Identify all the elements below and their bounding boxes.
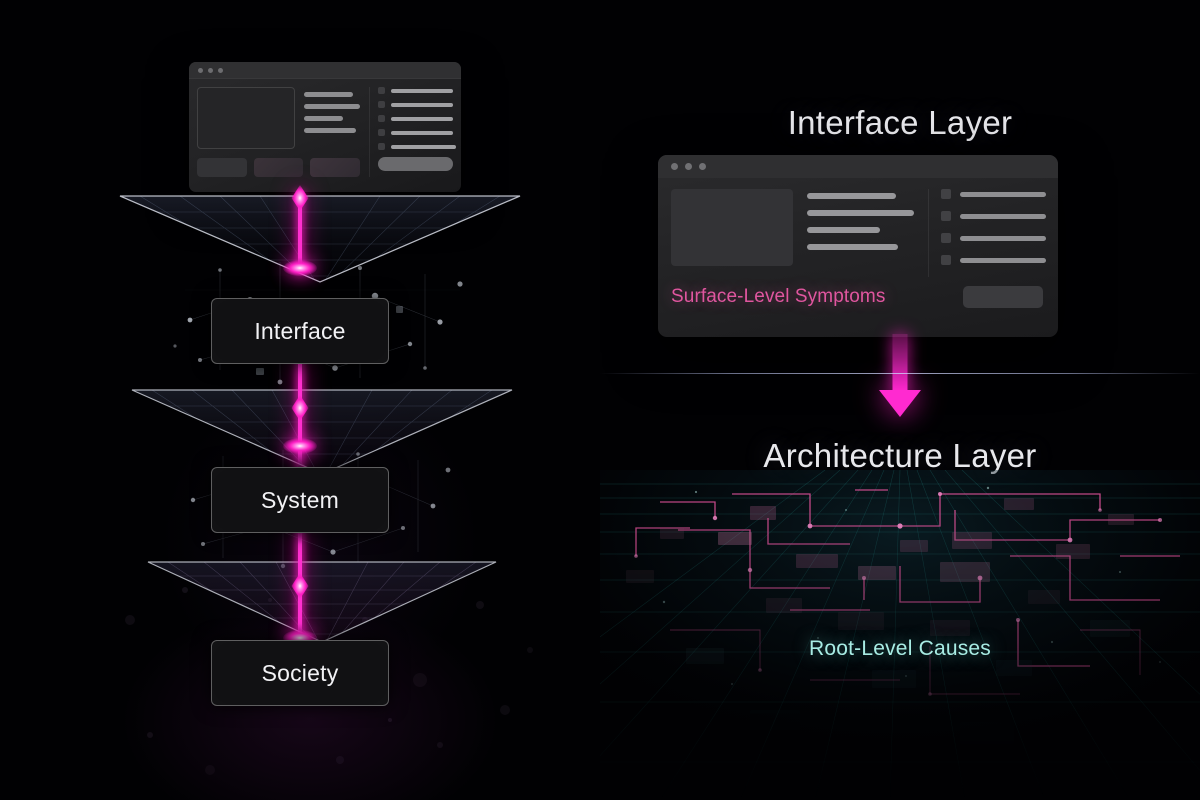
media-thumbnail [197,87,295,149]
list-item[interactable] [378,101,453,108]
media-thumbnail [671,189,793,266]
checkbox-icon[interactable] [941,189,951,199]
list-item-line [960,191,1046,197]
window-dot-minimize-icon[interactable] [208,67,213,73]
checkbox-icon[interactable] [378,129,385,136]
root-causes-label: Root-Level Causes [809,637,991,660]
checkbox-icon[interactable] [378,115,385,122]
checkbox-icon[interactable] [378,87,385,94]
text-line [304,104,360,109]
beam-node-diamond-icon [291,573,309,599]
list-item-line [391,102,453,107]
circuit-board-grid [600,470,1200,800]
beam-node-diamond-icon [291,395,309,421]
horizon-divider [600,373,1200,374]
checkbox-icon[interactable] [941,255,951,265]
text-line [304,128,356,133]
text-line [807,227,880,233]
layer-box-society[interactable]: Society [211,640,389,706]
chip-button[interactable] [310,158,361,177]
list-item[interactable] [378,87,453,94]
layer-box-label: System [261,486,339,513]
interface-browser-mock-right[interactable]: Surface-Level Symptoms [658,155,1058,337]
list-item-line [391,144,456,149]
browser-content [658,178,1058,277]
window-dot-close-icon[interactable] [671,163,678,170]
chip-button[interactable] [253,158,304,177]
browser-content [189,79,461,185]
interface-layer-heading: Interface Layer [787,104,1013,141]
browser-titlebar [658,155,1058,178]
sidebar-primary-button[interactable] [378,157,453,171]
browser-sidebar-list [369,87,456,177]
text-line [807,244,898,250]
list-item-line [960,257,1046,263]
text-line-group [304,87,360,149]
list-item-line [960,235,1046,241]
list-item-line [391,116,453,121]
list-item[interactable] [378,143,456,150]
list-item[interactable] [941,255,1046,265]
energy-beam-segment [298,192,302,272]
architecture-layer-heading: Architecture Layer [763,437,1037,474]
beam-node-diamond-icon [291,185,309,211]
list-item-line [391,130,453,135]
browser-sidebar-list [928,189,1046,277]
layer-box-system[interactable]: System [211,467,389,533]
text-line [304,92,354,97]
right-panel-comparison: Interface Layer [600,0,1200,800]
list-item-line [391,88,453,93]
surface-symptoms-label: Surface-Level Symptoms [671,286,886,307]
text-line [304,116,344,121]
window-dot-close-icon[interactable] [198,67,203,73]
list-item[interactable] [941,211,1046,221]
window-dot-maximize-icon[interactable] [699,163,706,170]
text-line [807,193,896,199]
checkbox-icon[interactable] [378,143,385,150]
checkbox-icon[interactable] [941,233,951,243]
footer-action-button[interactable] [963,286,1043,308]
browser-titlebar [189,62,461,79]
layer-box-label: Society [261,659,339,686]
list-item[interactable] [941,189,1046,199]
beam-node-burst-icon [283,260,317,276]
chip-row [197,158,361,177]
layer-box-interface[interactable]: Interface [211,298,389,364]
browser-footer: Surface-Level Symptoms [658,277,1058,308]
window-dot-minimize-icon[interactable] [685,163,692,170]
interface-browser-mock-left[interactable] [189,62,461,192]
left-panel-layered-stack: Interface System Society [119,62,533,800]
isometric-plane-3 [147,556,497,643]
down-arrow-icon [879,390,921,417]
list-item-line [960,213,1046,219]
window-dot-maximize-icon[interactable] [218,67,223,73]
beam-node-burst-icon [283,438,317,454]
transition-arrow [870,334,930,422]
list-item[interactable] [378,115,453,122]
text-line [807,210,914,216]
layer-box-label: Interface [254,317,346,344]
arrow-stem [892,334,908,392]
text-line-group [807,189,914,277]
isometric-plane-1 [119,186,521,283]
chip-button[interactable] [197,158,247,177]
checkbox-icon[interactable] [378,101,385,108]
browser-main-column [197,87,361,177]
list-item[interactable] [378,129,453,136]
list-item[interactable] [941,233,1046,243]
checkbox-icon[interactable] [941,211,951,221]
isometric-plane-2 [131,382,513,475]
